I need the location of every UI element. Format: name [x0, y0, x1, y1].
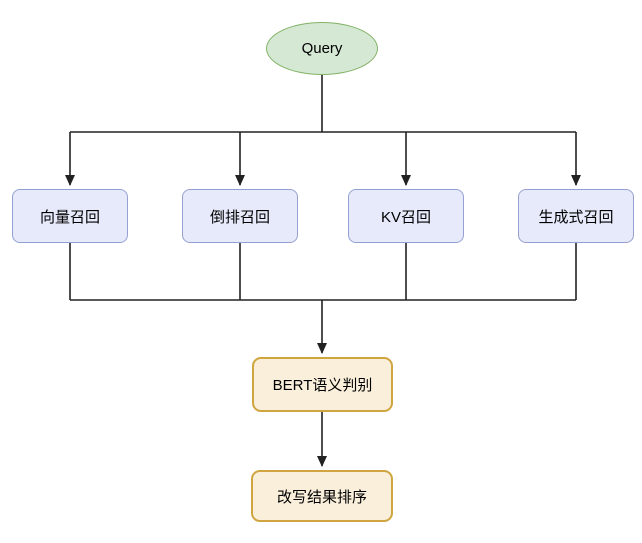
- node-query-label: Query: [301, 40, 343, 57]
- node-query: Query: [266, 22, 378, 75]
- node-vector-recall: 向量召回: [12, 189, 128, 243]
- node-bert-semantic-judge-label: BERT语义判别: [272, 377, 373, 394]
- node-vector-recall-label: 向量召回: [39, 208, 100, 226]
- node-rewrite-result-ranking-label: 改写结果排序: [276, 488, 367, 506]
- node-generative-recall-label: 生成式召回: [538, 208, 614, 226]
- node-generative-recall: 生成式召回: [518, 189, 634, 243]
- node-bert-semantic-judge: BERT语义判别: [252, 357, 393, 412]
- node-inverted-index-recall-label: 倒排召回: [209, 208, 270, 226]
- node-rewrite-result-ranking: 改写结果排序: [251, 470, 393, 522]
- node-inverted-index-recall: 倒排召回: [182, 189, 298, 243]
- node-kv-recall-label: KV召回: [380, 208, 431, 226]
- node-kv-recall: KV召回: [348, 189, 464, 243]
